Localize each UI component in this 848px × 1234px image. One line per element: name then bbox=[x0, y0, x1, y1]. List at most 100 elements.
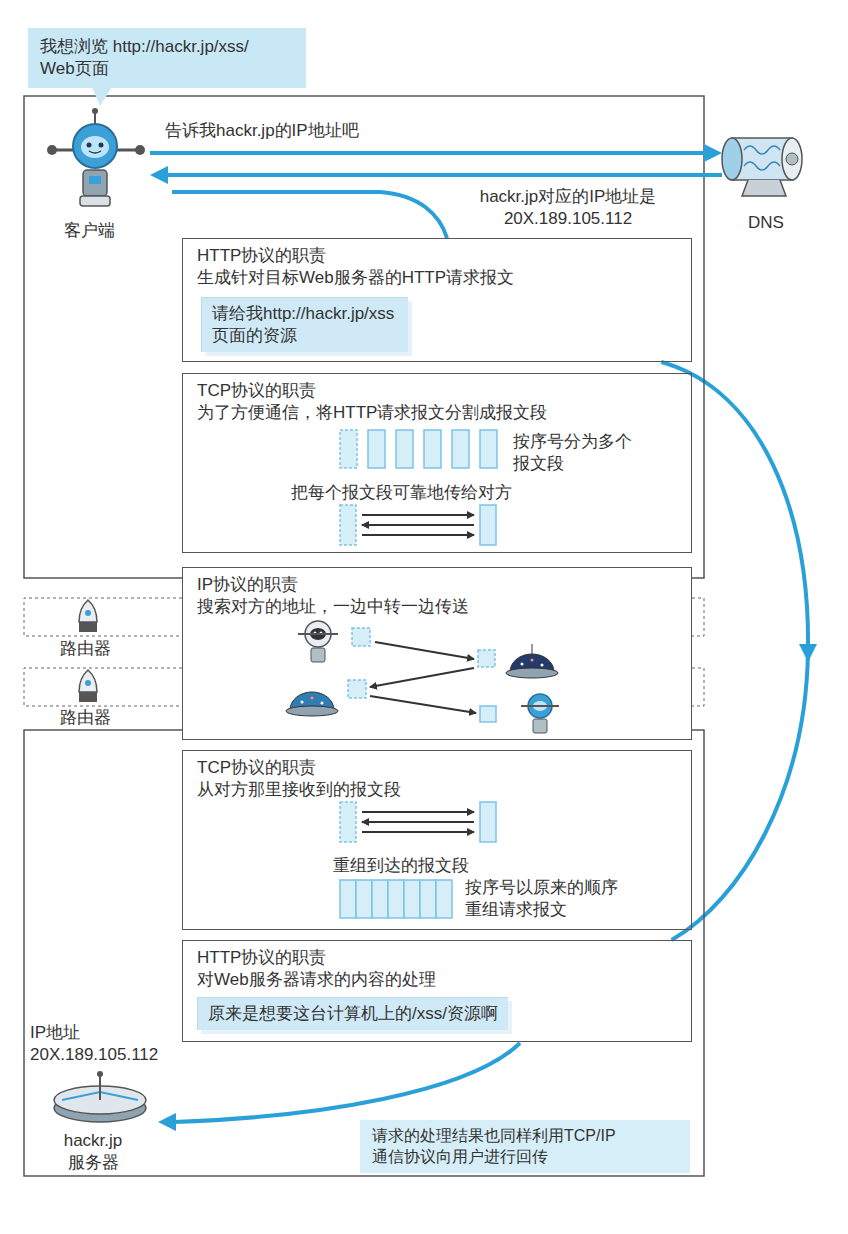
message-box: 原来是想要这台计算机上的/xss/资源啊 bbox=[197, 997, 508, 1030]
client-robot bbox=[47, 108, 145, 206]
frame bbox=[24, 730, 704, 1176]
router-icon bbox=[85, 680, 91, 686]
web-server bbox=[54, 1071, 146, 1122]
reassembled-message bbox=[436, 880, 452, 918]
device-label: 路由器 bbox=[60, 708, 111, 728]
router-icon bbox=[79, 670, 97, 692]
protocol-box: TCP协议的职责从对方那里接收到的报文段重组到达的报文段按序号以原来的顺序 重组… bbox=[182, 750, 692, 930]
protocol-box: IP协议的职责搜索对方的地址，一边中转一边传送 bbox=[182, 567, 692, 740]
client-robot bbox=[99, 143, 104, 148]
dns-reply-arrow bbox=[150, 166, 722, 184]
dns-query-arrow bbox=[150, 144, 722, 162]
transfer-arrow bbox=[362, 524, 474, 526]
segment bbox=[368, 430, 385, 468]
client-robot bbox=[81, 136, 109, 158]
client-robot bbox=[89, 176, 101, 184]
heading-text: IP协议的职责 bbox=[197, 574, 298, 596]
transfer-arrow bbox=[375, 642, 474, 659]
segment bbox=[452, 430, 469, 468]
ip-host-dome bbox=[531, 659, 534, 662]
body-text: 原来是想要这台计算机上的/xss/资源啊 bbox=[208, 1003, 498, 1025]
body-text: 把每个报文段可靠地传给对方 bbox=[291, 482, 512, 504]
dns-server bbox=[722, 138, 802, 196]
router-band bbox=[692, 668, 704, 706]
router-icon bbox=[79, 692, 97, 702]
protocol-box: TCP协议的职责为了方便通信，将HTTP请求报文分割成报文段按序号分为多个 报文… bbox=[182, 373, 692, 553]
protocol-box: HTTP协议的职责生成针对目标Web服务器的HTTP请求报文请给我http://… bbox=[182, 238, 692, 362]
message-box: 请给我http://hackr.jp/xss 页面的资源 bbox=[201, 297, 408, 352]
frame bbox=[24, 96, 704, 1176]
segment bbox=[340, 802, 356, 842]
router-band bbox=[24, 668, 182, 706]
ip-host-dome bbox=[311, 697, 314, 700]
flow-arrowhead bbox=[158, 1113, 176, 1131]
dns-query-arrow bbox=[704, 144, 722, 162]
dns-server bbox=[722, 138, 742, 180]
device-label: hackr.jp 服务器 bbox=[62, 1130, 124, 1174]
body-text: 为了方便通信，将HTTP请求报文分割成报文段 bbox=[197, 402, 547, 424]
address-label: IP地址 20X.189.105.112 bbox=[30, 1022, 162, 1066]
arrow-label: hackr.jp对应的IP地址是 20X.189.105.112 bbox=[478, 186, 658, 230]
reassembled-message bbox=[420, 880, 436, 918]
transfer-arrow bbox=[370, 668, 474, 687]
client-robot bbox=[80, 196, 110, 206]
dns-server bbox=[744, 146, 780, 154]
body-text: 重组到达的报文段 bbox=[333, 855, 469, 877]
flow-connector bbox=[661, 362, 808, 940]
reassembled-message bbox=[404, 880, 420, 918]
client-robot bbox=[89, 151, 101, 153]
transfer-arrow bbox=[362, 831, 474, 833]
client-robot bbox=[87, 143, 92, 148]
client-robot bbox=[47, 145, 57, 155]
ip-host-dome bbox=[321, 702, 324, 705]
body-text: 搜索对方的地址，一边中转一边传送 bbox=[197, 596, 469, 618]
transfer-arrow bbox=[362, 811, 474, 813]
transfer-arrow bbox=[370, 696, 476, 713]
client-robot bbox=[135, 145, 145, 155]
heading-text: TCP协议的职责 bbox=[197, 380, 316, 402]
bubble-tail bbox=[92, 87, 112, 106]
web-server bbox=[97, 1071, 103, 1077]
router-band bbox=[24, 598, 182, 636]
body-text: 按序号以原来的顺序 重组请求报文 bbox=[465, 877, 621, 921]
segment bbox=[480, 505, 496, 545]
ip-host-dome bbox=[301, 701, 304, 704]
segment bbox=[340, 505, 356, 545]
dns-reply-arrow bbox=[150, 166, 168, 184]
client-robot bbox=[73, 124, 117, 168]
transfer-arrow bbox=[362, 534, 474, 536]
segment bbox=[352, 628, 370, 646]
body-text: 请给我http://hackr.jp/xss 页面的资源 bbox=[212, 303, 398, 347]
ip-host-dome bbox=[506, 668, 558, 678]
body-text: 从对方那里接收到的报文段 bbox=[197, 779, 401, 801]
heading-text: HTTP协议的职责 bbox=[197, 947, 326, 969]
protocol-box: HTTP协议的职责对Web服务器请求的内容的处理原来是想要这台计算机上的/xss… bbox=[182, 940, 692, 1042]
ip-host-dome bbox=[541, 664, 544, 667]
ip-robot bbox=[298, 621, 559, 733]
note-box: 请求的处理结果也同样利用TCP/IP 通信协议向用户进行回传 bbox=[360, 1120, 690, 1173]
reassembled-message bbox=[340, 880, 356, 918]
transfer-arrow bbox=[362, 821, 474, 823]
heading-text: TCP协议的职责 bbox=[197, 757, 316, 779]
flow-line bbox=[172, 192, 520, 1122]
web-server bbox=[99, 1076, 101, 1100]
dns-server bbox=[744, 162, 780, 170]
client-robot bbox=[83, 170, 107, 196]
body-text: 我想浏览 http://hackr.jp/xss/ Web页面 bbox=[40, 36, 253, 80]
transfer-arrow bbox=[362, 514, 474, 516]
dns-server bbox=[742, 180, 786, 196]
segment bbox=[480, 706, 496, 722]
segment bbox=[340, 430, 357, 468]
flow-line bbox=[174, 1043, 520, 1122]
dns-reply-arrow bbox=[164, 173, 722, 177]
body-text: 按序号分为多个 报文段 bbox=[513, 431, 635, 475]
reassembled-message bbox=[356, 880, 372, 918]
heading-text: HTTP协议的职责 bbox=[197, 245, 326, 267]
segment bbox=[480, 802, 496, 842]
connector-arrowhead bbox=[799, 644, 817, 662]
ip-host-dome bbox=[286, 644, 558, 716]
dns-server bbox=[782, 138, 802, 180]
ip-host-dome bbox=[532, 644, 533, 654]
router-icon bbox=[79, 600, 97, 622]
router-icon bbox=[79, 622, 97, 632]
